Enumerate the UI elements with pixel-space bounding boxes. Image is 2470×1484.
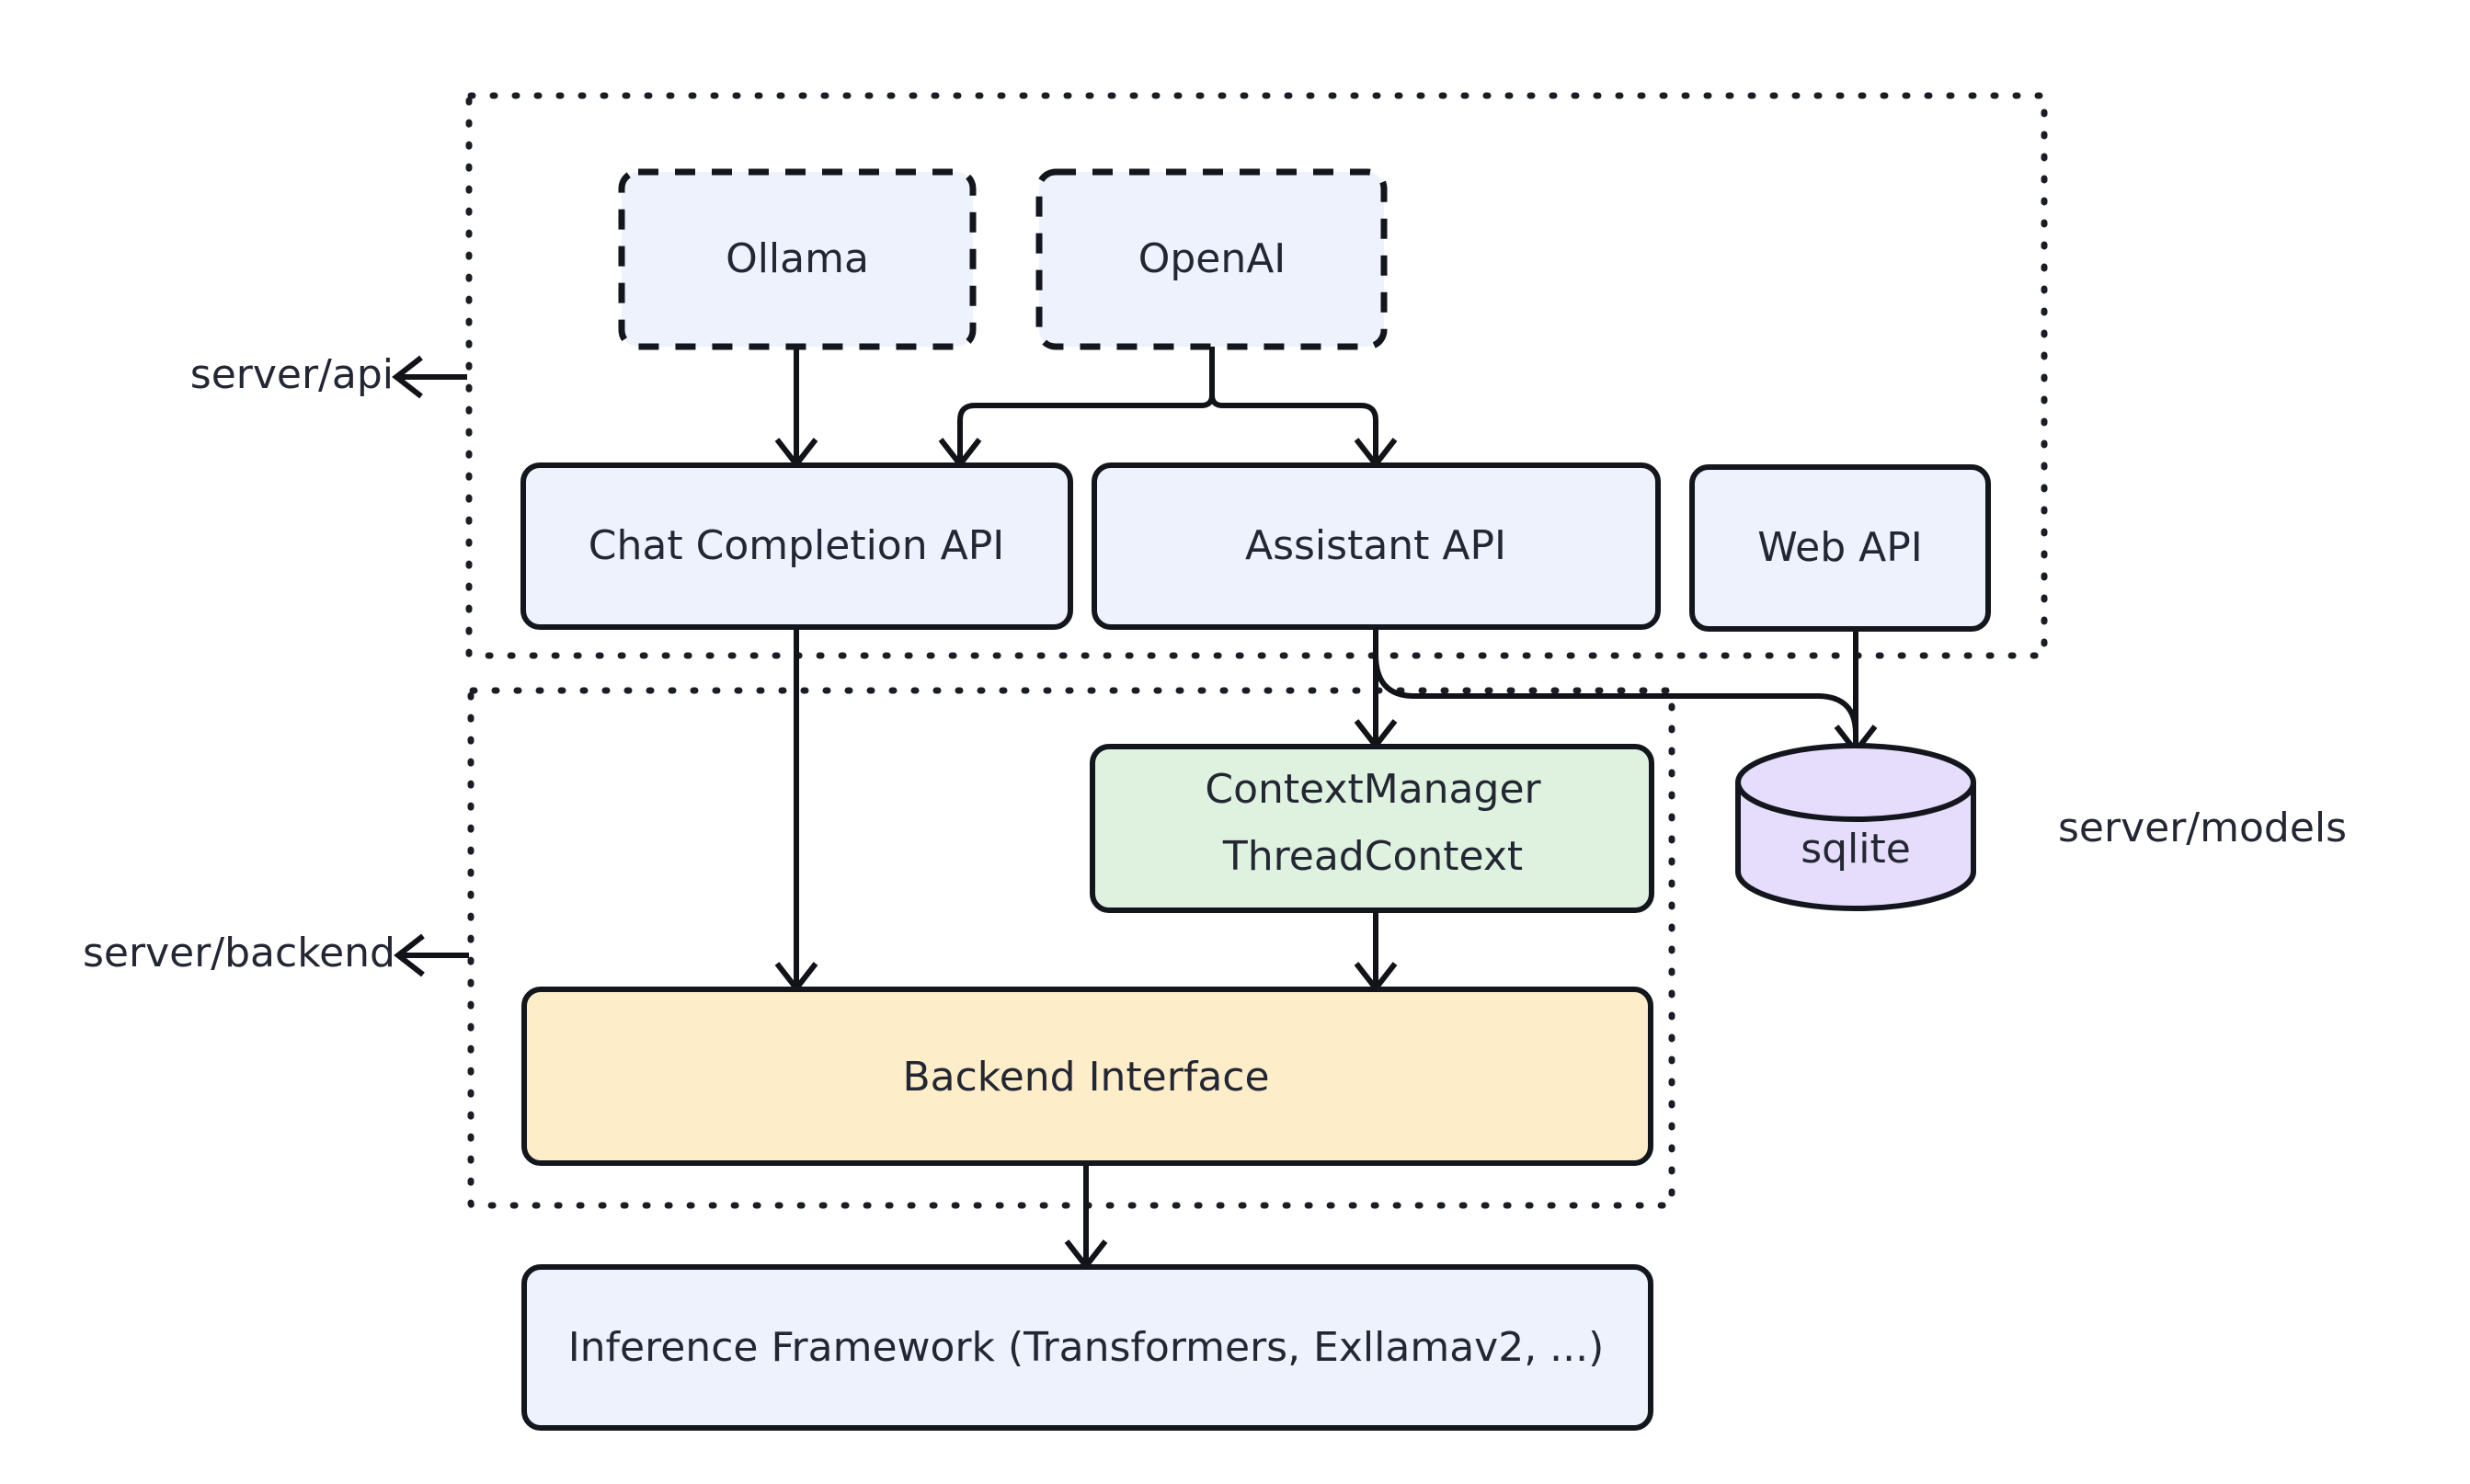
node-inference-framework[interactable]: Inference Framework (Transformers, Exlla…: [521, 1264, 1653, 1431]
node-chat-completion-api-label: Chat Completion API: [589, 522, 1004, 569]
node-backend-interface-box[interactable]: [521, 987, 1653, 1166]
node-inference-framework-label: Inference Framework (Transformers, Exlla…: [568, 1324, 1605, 1371]
node-chat-completion-api[interactable]: Chat Completion API: [520, 462, 1073, 630]
node-openai-label: OpenAI: [1138, 235, 1286, 282]
edge-ollama-to-chat: [774, 346, 818, 469]
pointer-arrow-server-backend: [394, 933, 469, 977]
node-ollama[interactable]: Ollama: [618, 168, 977, 350]
node-context-manager-box[interactable]: [1090, 744, 1654, 913]
edge-backend-interface-to-inference: [1064, 1163, 1108, 1271]
group-label-server-api: server/api: [190, 351, 394, 398]
node-backend-interface[interactable]: Backend Interface: [521, 987, 1653, 1166]
node-openai-box[interactable]: [1035, 168, 1388, 350]
node-ollama-box[interactable]: [618, 168, 977, 350]
node-sqlite[interactable]: sqlite: [1735, 743, 1976, 911]
node-web-api[interactable]: Web API: [1689, 464, 1991, 632]
node-sqlite-label: sqlite: [1801, 826, 1911, 873]
node-context-manager-label-line2: ThreadContext: [1222, 833, 1523, 880]
node-openai[interactable]: OpenAI: [1035, 168, 1388, 350]
edge-chat-to-backend-interface: [774, 627, 818, 993]
group-label-server-models: server/models: [2058, 805, 2347, 851]
cluster-server-api: [465, 92, 2048, 659]
pointer-arrow-server-api: [392, 355, 467, 399]
node-context-manager[interactable]: ContextManager ThreadContext: [1090, 744, 1654, 913]
node-backend-interface-label: Backend Interface: [902, 1054, 1269, 1101]
edge-context-to-backend-interface: [1354, 910, 1398, 993]
edge-openai-fork: [938, 346, 1398, 469]
node-inference-framework-box[interactable]: [521, 1264, 1653, 1431]
node-context-manager-label-line1: ContextManager: [1205, 766, 1541, 813]
node-assistant-api-label: Assistant API: [1245, 522, 1506, 569]
node-web-api-label: Web API: [1757, 524, 1923, 571]
node-web-api-box[interactable]: [1689, 464, 1991, 632]
cluster-server-backend: [467, 687, 1675, 1209]
group-label-server-backend: server/backend: [83, 930, 395, 976]
node-assistant-api[interactable]: Assistant API: [1092, 462, 1661, 630]
edge-assistant-to-sqlite: [1373, 654, 1858, 747]
node-ollama-label: Ollama: [726, 235, 869, 282]
node-sqlite-top[interactable]: [1735, 743, 1976, 822]
edge-web-to-sqlite: [1834, 629, 1878, 756]
node-chat-completion-api-box[interactable]: [520, 462, 1073, 630]
node-assistant-api-box[interactable]: [1092, 462, 1661, 630]
